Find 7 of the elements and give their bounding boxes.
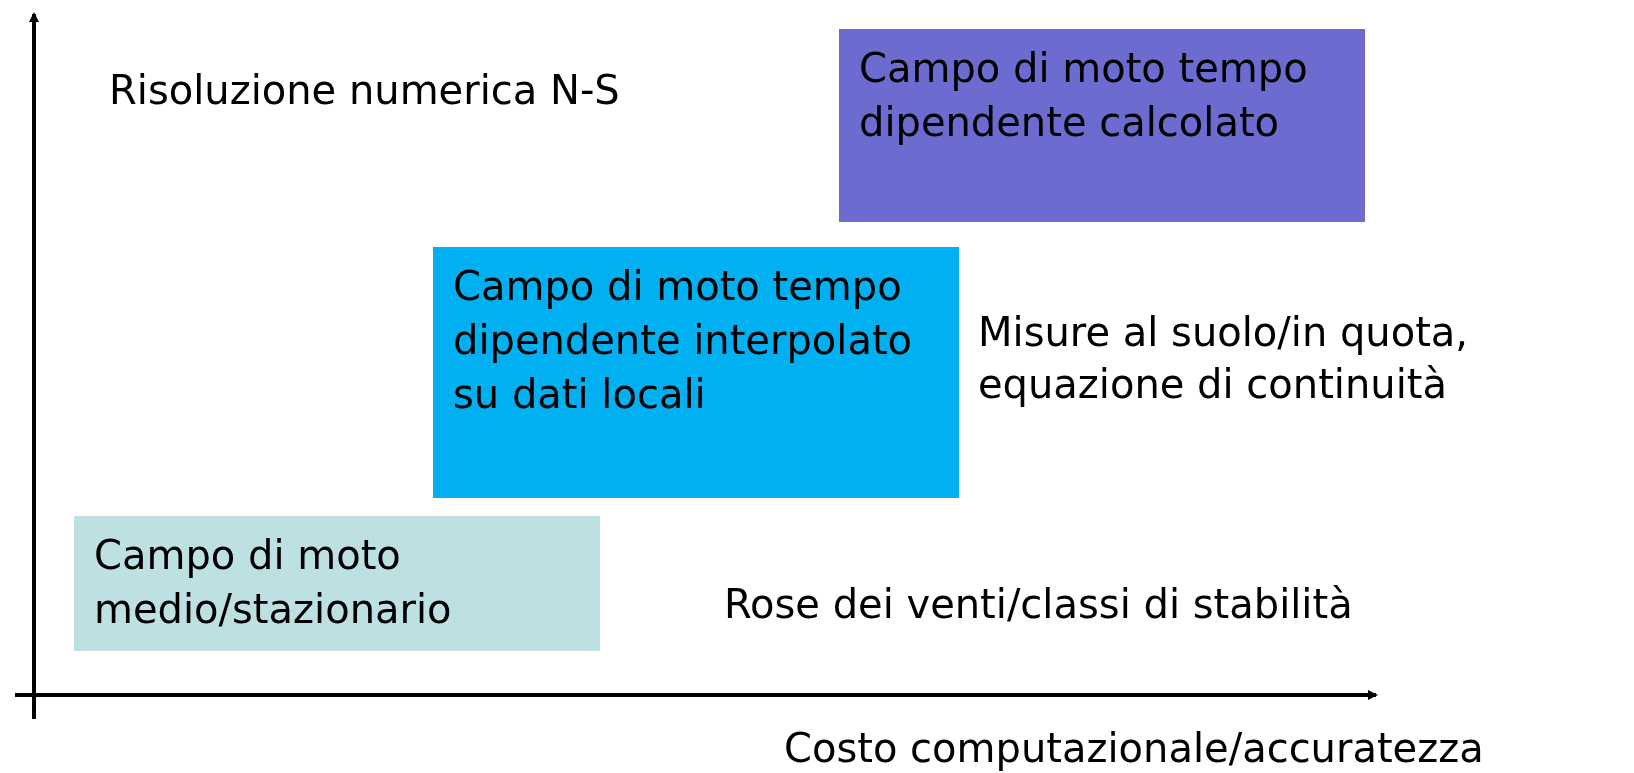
text-box: Campo di moto medio/stazionario (74, 516, 600, 651)
text-box: Campo di moto tempo dipendente calcolato (839, 29, 1365, 222)
method-label: Risoluzione numerica N-S (109, 66, 620, 115)
text-box: Campo di moto tempo dipendente interpolato su dati locali (433, 247, 959, 498)
method-label: Misure al suolo/in quota, equazione di continuità (978, 308, 1470, 409)
method-label: Rose dei venti/classi di stabilità (724, 580, 1353, 629)
axis-label: Costo computazionale/accuratezza (784, 724, 1484, 773)
